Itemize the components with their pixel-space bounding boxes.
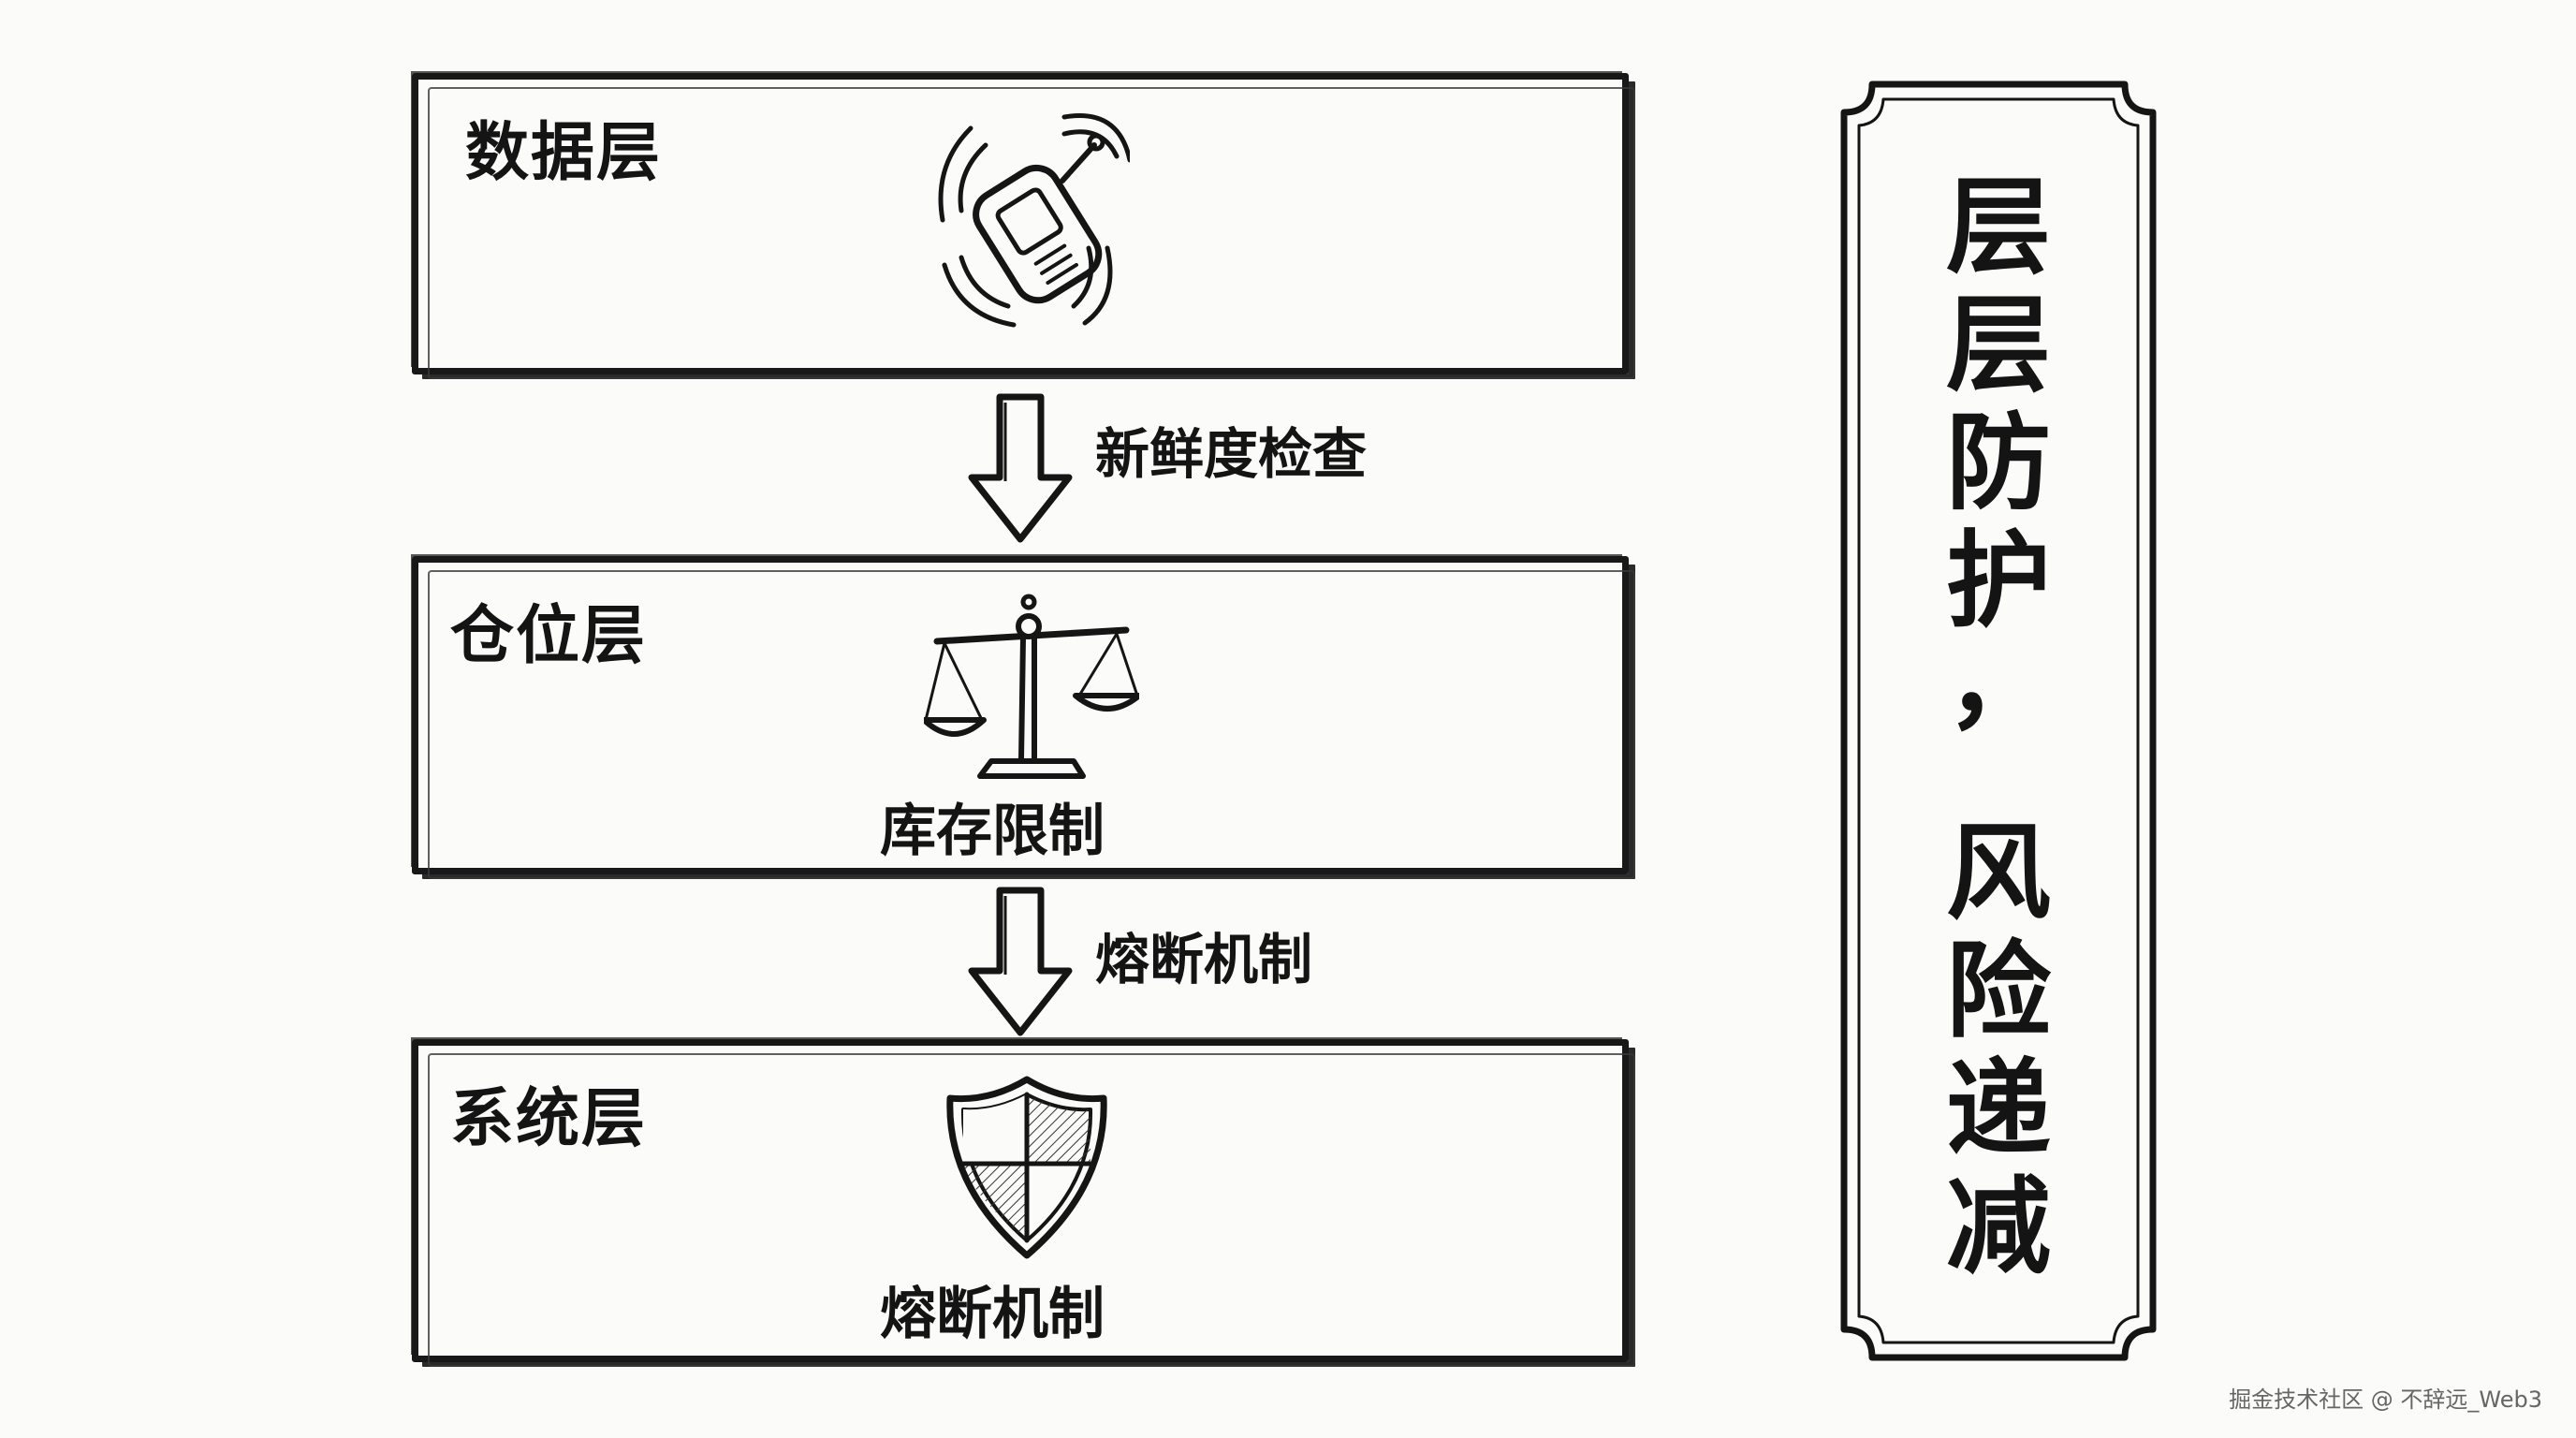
banner-char: 递 <box>1946 1049 2051 1170</box>
position-layer-box: 仓位层 库存限制 <box>412 556 1635 879</box>
system-layer-box: 系统层 熔断机制 <box>412 1039 1635 1367</box>
data-layer-box: 数据层 <box>412 73 1635 379</box>
position-layer-title: 仓位层 <box>450 599 648 673</box>
down-arrow-icon <box>964 885 1076 1043</box>
banner-text: 层 层 防 护 ， 风 险 递 减 <box>1835 169 2162 1286</box>
down-arrow-icon <box>964 391 1076 550</box>
banner-char: 风 <box>1946 813 2051 934</box>
position-layer-caption: 库存限制 <box>880 799 1105 864</box>
system-layer-title: 系统层 <box>450 1082 648 1156</box>
banner-char: 险 <box>1946 931 2051 1052</box>
banner-frame-icon <box>1840 81 2157 1361</box>
balance-scale-icon <box>921 581 1142 791</box>
banner-char: 层 <box>1946 285 2051 406</box>
walkie-talkie-icon <box>924 108 1133 336</box>
data-layer-title: 数据层 <box>465 116 663 190</box>
banner-char: ， <box>1946 622 2051 743</box>
banner-char: 护 <box>1946 521 2051 642</box>
banner-char: 减 <box>1946 1167 2051 1288</box>
shield-icon <box>943 1074 1111 1265</box>
banner-char: 防 <box>1946 403 2051 524</box>
banner-panel: 层 层 防 护 ， 风 险 递 减 <box>1835 75 2162 1367</box>
watermark: 掘金技术社区 @ 不辞远_Web3 <box>2229 1387 2542 1413</box>
circuit-breaker-arrow-label: 熔断机制 <box>1095 928 1313 991</box>
banner-char: 层 <box>1946 167 2051 288</box>
freshness-check-label: 新鲜度检查 <box>1095 422 1368 486</box>
system-layer-caption: 熔断机制 <box>880 1282 1105 1347</box>
